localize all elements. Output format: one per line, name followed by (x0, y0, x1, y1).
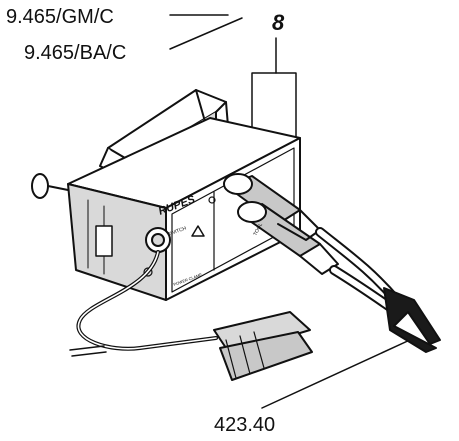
tool-clamp-end (383, 287, 441, 353)
leader-line-cable (261, 338, 413, 409)
part-number-gm: 9.465/GM/C (6, 6, 114, 28)
side-knob (31, 173, 49, 199)
part-number-ba: 9.465/BA/C (24, 42, 127, 64)
warning-triangle (191, 225, 205, 237)
reference-number: 8 (272, 10, 285, 35)
cable-part-number: 423.40 (214, 414, 276, 436)
leader-line-ba (169, 17, 243, 50)
tool-label: TOOL (252, 222, 264, 237)
